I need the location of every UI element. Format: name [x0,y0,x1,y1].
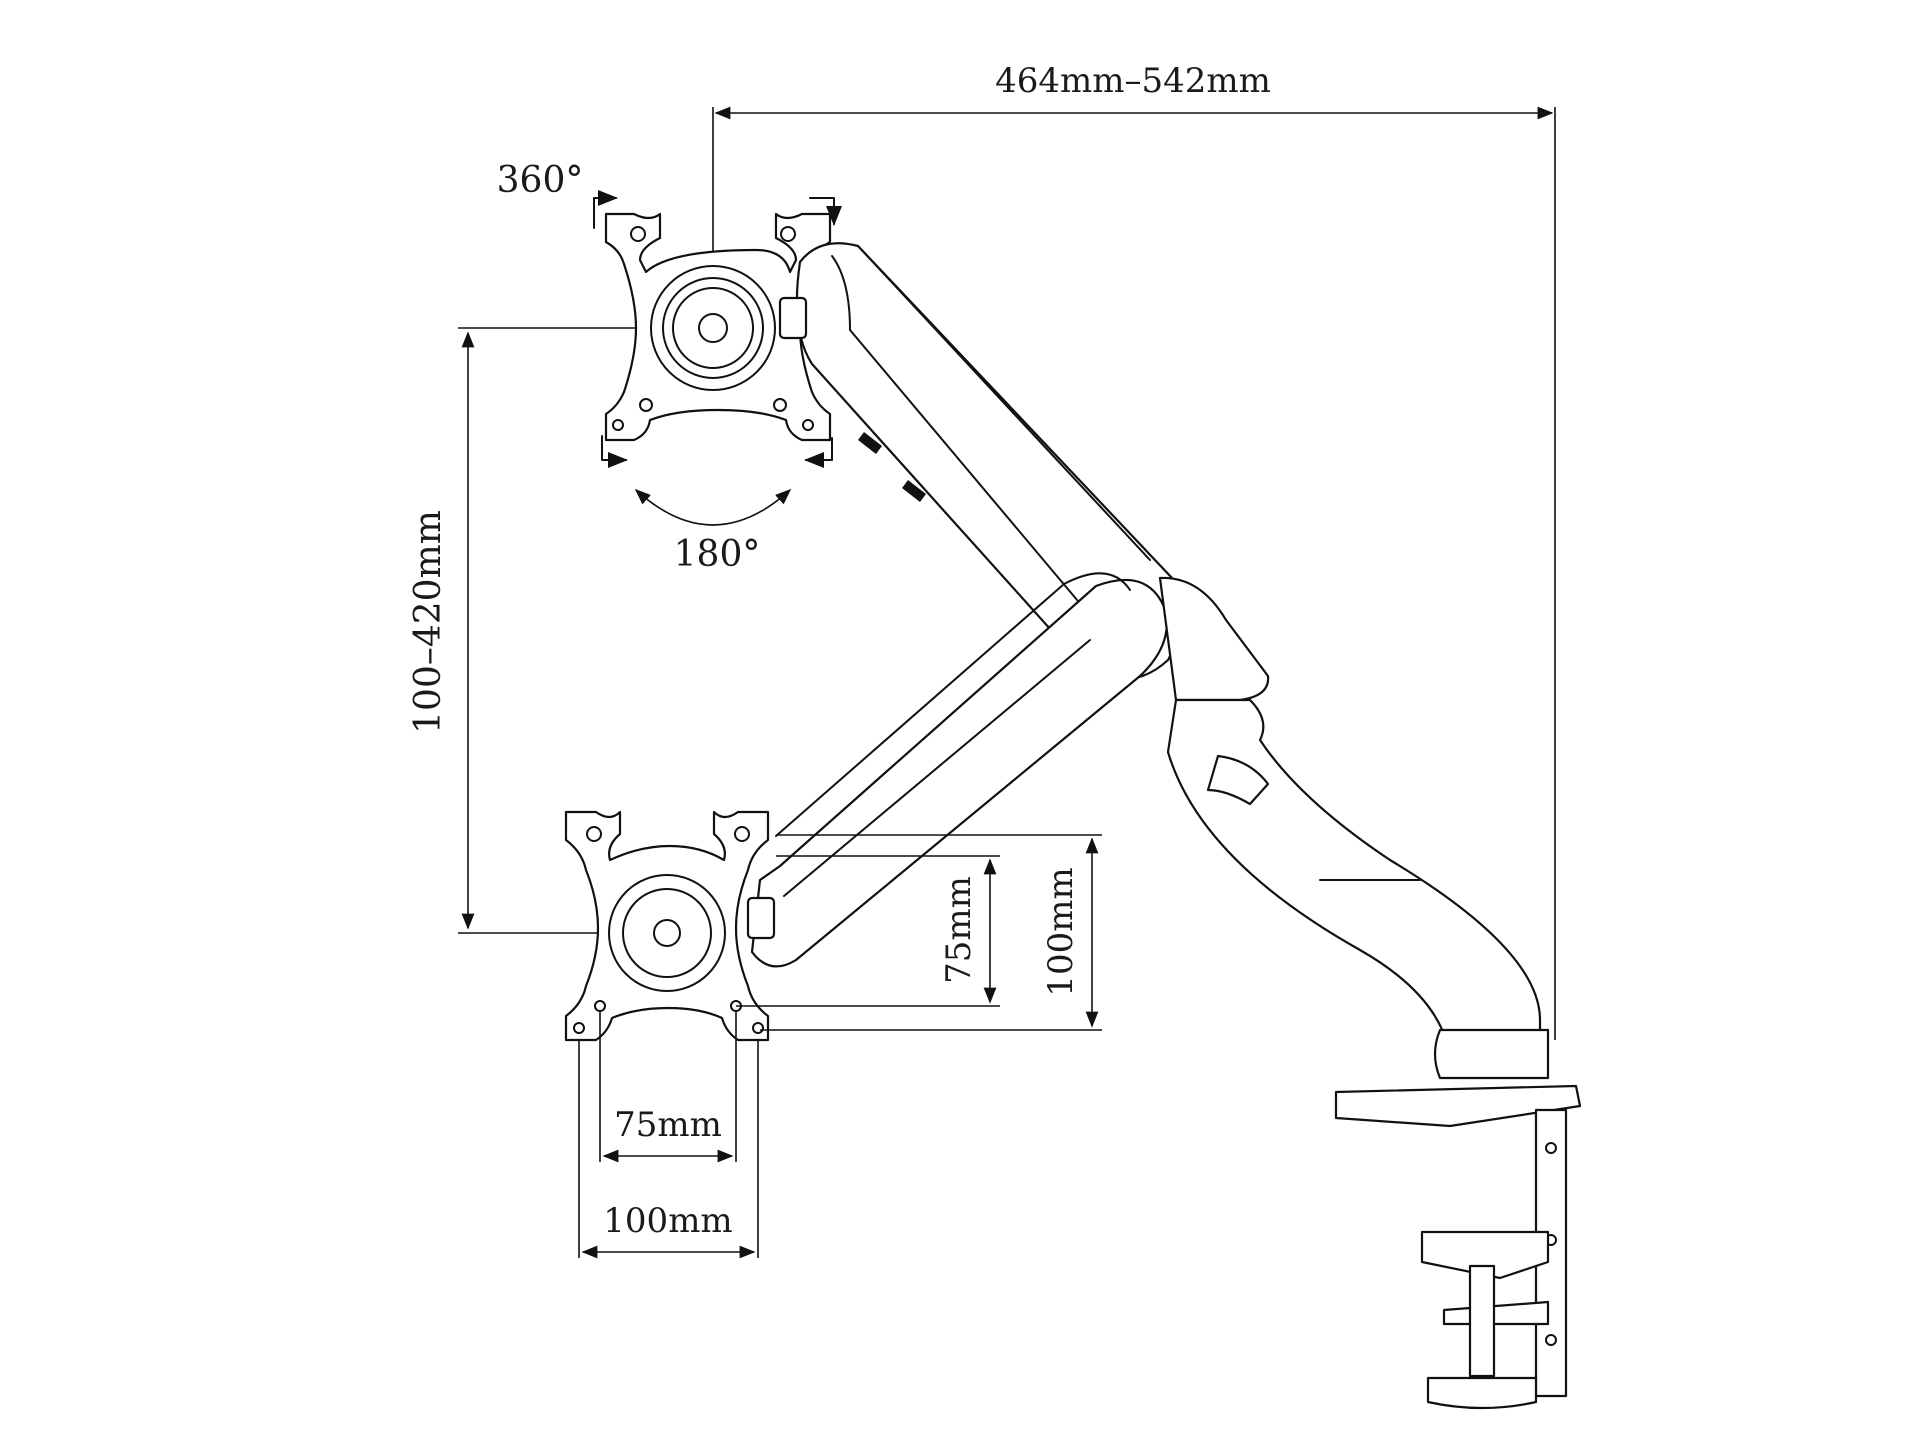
lower-support-arm [1166,698,1542,1042]
upper-plate-hole-br [773,398,787,412]
upper-plate-ring-inner [672,287,754,369]
rotate-arrow-tr [809,197,834,224]
reach-dimension: 464mm–542mm [712,61,1556,1040]
lower-plate-outline [564,810,770,1042]
lower-arm-mid-edge [783,639,1091,897]
lower-plate-hole-tr [734,826,750,842]
rotation-label: 360° [497,160,584,201]
clamp-hole-1 [1545,1142,1557,1154]
upper-arm-slot-2 [902,480,926,502]
clamp-knob [1426,1376,1538,1410]
upper-arm-edge [831,255,1105,633]
upper-plate-ring-mid [662,277,764,379]
rotate-arrow-tl [593,190,618,229]
elbow-joint [1158,576,1542,1042]
clamp-lower-plate [1420,1230,1550,1280]
lower-plate-ring-outer [608,874,726,992]
upper-tilt-joint [778,296,808,340]
rotate-arrow-bl [601,435,628,468]
post-collar [1433,1028,1550,1080]
lower-plate-hole-bl [594,1000,606,1012]
lower-tilt-joint [746,896,776,940]
clamp-hole-3 [1545,1334,1557,1346]
lower-plate-hole-br2 [752,1022,764,1034]
lower-arm-body [750,578,1168,968]
upper-plate-ring-outer [650,265,776,391]
vesa-v-large-label: 100mm [1041,867,1081,996]
vesa-horizontal-dimensions: 75mm 100mm [578,1012,759,1259]
lower-plate-hole-tl [586,826,602,842]
lower-arm-top-edge [775,572,1131,837]
support-arm-handle [1206,754,1270,806]
upper-plate-outline [604,212,832,442]
upper-arm-top-edge [857,245,1151,561]
vesa-v-small-label: 75mm [939,876,979,984]
elbow-cap [1158,576,1270,702]
height-label: 100–420mm [408,510,449,734]
upper-plate-hole-br2 [802,419,814,431]
lower-plate-center-hole [653,919,681,947]
upper-vesa-plate: 360° 180° [497,160,834,575]
vesa-vertical-dimensions: 75mm 100mm [736,834,1102,1031]
clamp-lower-arm [1442,1300,1550,1326]
rotate-arrow-br [804,437,833,468]
upper-plate-hole-bl [639,398,653,412]
upper-plate-hole-bl2 [612,419,624,431]
height-dimension: 100–420mm [408,327,712,934]
vesa-h-small-label: 75mm [614,1105,722,1145]
desk-clamp [1334,1028,1582,1410]
clamp-top-plate [1334,1084,1582,1128]
vesa-h-large-label: 100mm [603,1201,732,1241]
upper-plate-hole-tr [780,226,796,242]
lower-arm-collapsed [746,572,1168,968]
upper-arm-slot-1 [858,432,882,454]
upper-plate-hole-tl [630,226,646,242]
clamp-screw [1468,1264,1496,1378]
lower-plate-ring-inner [622,888,712,978]
upper-plate-center-hole [698,313,728,343]
tilt-label: 180° [674,534,761,575]
tilt-arc [634,488,792,526]
reach-label: 464mm–542mm [995,61,1271,101]
lower-vesa-plate [564,810,770,1042]
lower-plate-hole-bl2 [573,1022,585,1034]
